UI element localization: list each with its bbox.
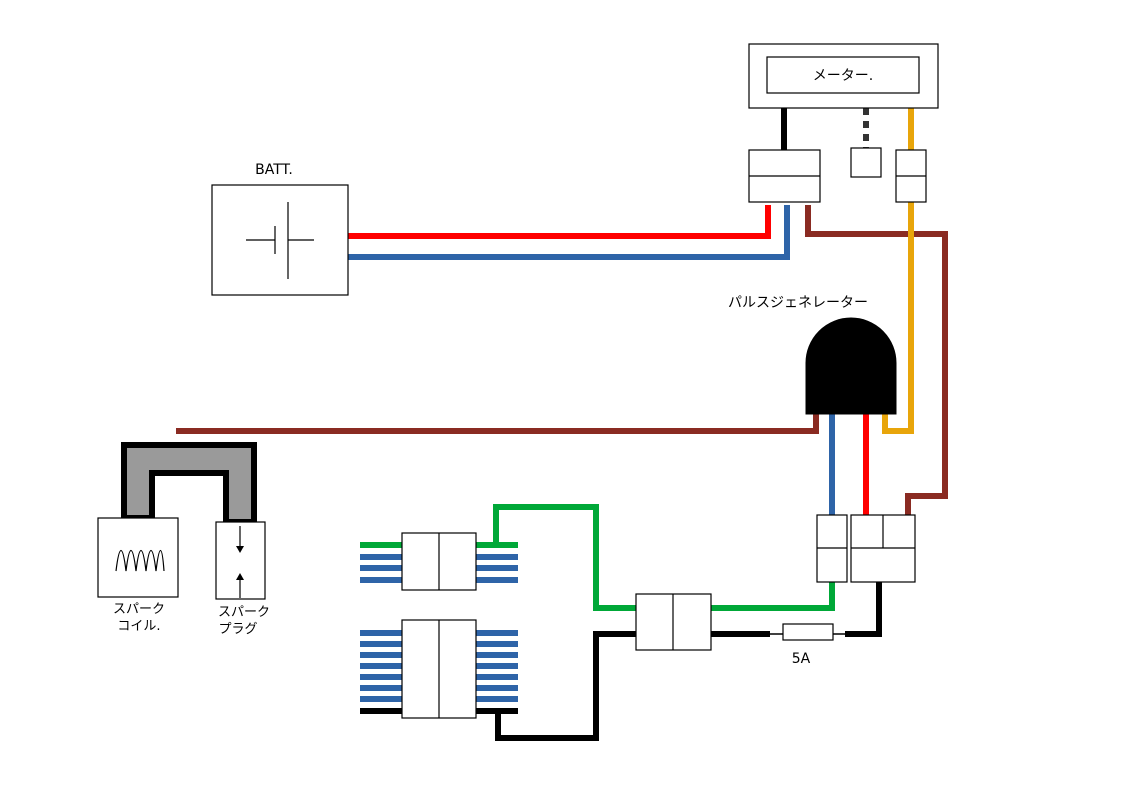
meter-connector-yellow [895, 149, 927, 203]
wire-black-right [845, 582, 882, 637]
connector-red-brown [850, 514, 916, 583]
meter-connector-main [748, 149, 821, 203]
connector-middle [635, 593, 712, 651]
connector-small-left [401, 532, 477, 591]
connector-blue [816, 514, 848, 583]
meter-connector-small [850, 147, 882, 178]
coil-icon [115, 549, 165, 572]
small-connector-wires [360, 542, 518, 583]
wire-battery-blue [348, 205, 790, 260]
spark-coil [97, 517, 179, 598]
pulse-generator [805, 317, 897, 415]
spark-coil-label-1: スパーク [113, 602, 165, 617]
wire-green [711, 582, 835, 611]
spark-plug-label-1: スパーク [218, 605, 270, 620]
wire-pulse-brown [176, 412, 819, 434]
fuse [782, 623, 834, 641]
wire-pulse-yellow [882, 202, 914, 434]
meter [748, 43, 939, 109]
spark-plug [215, 521, 266, 600]
wire-meter-brown [805, 205, 948, 515]
spark-coil-label-2: コイル. [117, 619, 160, 634]
spark-plug-cable [121, 442, 257, 525]
fuse-label: 5A [792, 651, 811, 667]
battery-label: BATT. [255, 162, 293, 178]
wire-battery-red [348, 205, 771, 239]
meter-label: メーター. [813, 68, 873, 84]
spark-plug-label-2: プラグ [218, 622, 257, 637]
connector-large-left [401, 619, 477, 719]
large-connector-wires [360, 630, 518, 714]
pulse-generator-label: パルスジェネレーター [728, 295, 868, 311]
battery [211, 184, 349, 296]
